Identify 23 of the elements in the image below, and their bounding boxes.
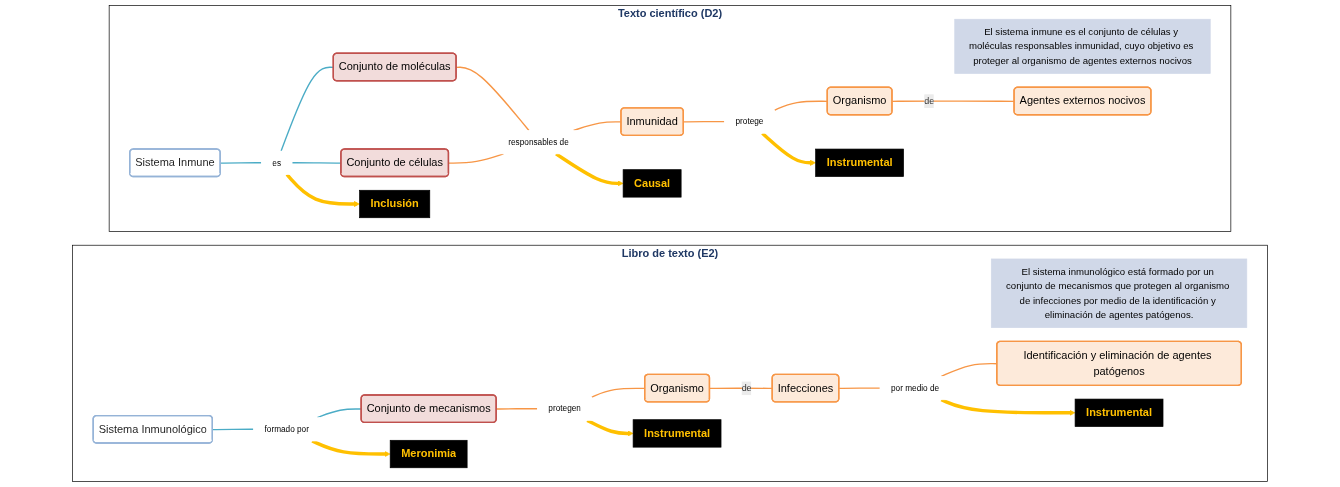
node-box: El sistema inmunológico está formado por un conjunto de mecanismos que protegen al organismo de infecciones por medio de la identificación y eliminación de agentes patógenos. [990, 258, 1248, 328]
edge-label: de [741, 382, 752, 394]
node-text: responsables de [508, 137, 569, 147]
arrow [940, 398, 1076, 416]
node-text: formado por [264, 424, 309, 435]
node-box: Instrumental [632, 419, 722, 448]
node-text: es [272, 157, 282, 168]
arrow [761, 132, 816, 166]
node-box: Instrumental [1074, 398, 1164, 427]
node-box: El sistema inmune es el conjunto de células y moléculas responsables inmunidad, cuyo objetivo es proteger al organismo de agentes externos nocivos [954, 18, 1211, 74]
node-text: por medio de [890, 383, 940, 393]
arrow [311, 439, 391, 458]
edge-label: de [924, 95, 935, 106]
node-box: Causal [622, 169, 682, 198]
node-box: Inclusión [359, 189, 431, 219]
arrow [586, 418, 634, 437]
node-box: Instrumental [815, 148, 904, 177]
connector [838, 387, 881, 390]
node-box: Meronimia [389, 439, 468, 469]
arrow [285, 173, 360, 208]
arrow [555, 152, 624, 187]
node-text: protegen [548, 403, 581, 414]
node-text: protege [735, 116, 764, 127]
